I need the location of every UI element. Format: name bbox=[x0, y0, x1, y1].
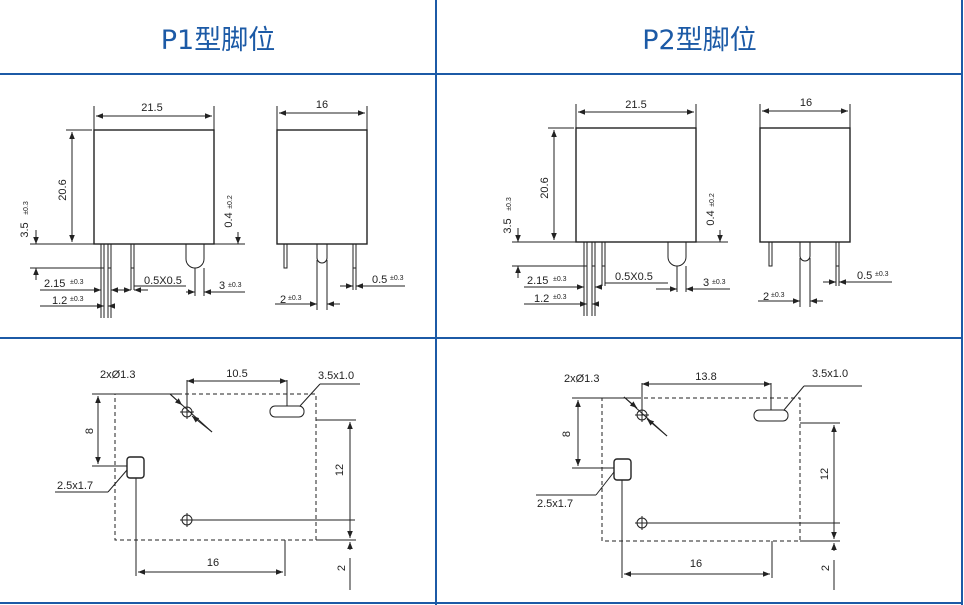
p1-end-labels: 16 2 ±0.3 0.5 ±0.3 bbox=[280, 99, 404, 306]
dim-d2: 1.2 bbox=[52, 295, 67, 307]
fp-pad: 2.5x1.7 bbox=[537, 498, 573, 510]
dim-d1-tol: ±0.3 bbox=[553, 276, 567, 283]
fp-width: 16 bbox=[690, 558, 702, 570]
fp-slot: 3.5x1.0 bbox=[318, 370, 354, 382]
p1-side-view bbox=[30, 106, 245, 318]
fp-v2: 12 bbox=[334, 464, 346, 476]
fp-pad: 2.5x1.7 bbox=[57, 480, 93, 492]
dim-d5-tol: ±0.3 bbox=[875, 271, 889, 278]
dim-d3: 3 bbox=[703, 277, 709, 289]
dim-d4-tol: ±0.3 bbox=[771, 292, 785, 299]
dim-d5-tol: ±0.3 bbox=[390, 275, 404, 282]
fp-v2: 12 bbox=[819, 468, 831, 480]
fp-width: 16 bbox=[207, 557, 219, 569]
dim-d5: 0.5 bbox=[857, 270, 872, 282]
dim-d4: 2 bbox=[280, 294, 286, 306]
dim-pin-length: 3.5 bbox=[502, 218, 514, 233]
dim-pin-length-tol: ±0.3 bbox=[23, 201, 30, 215]
dim-width: 21.5 bbox=[141, 102, 162, 114]
dim-d2: 1.2 bbox=[534, 293, 549, 305]
p2-footprint bbox=[536, 381, 862, 590]
header-p2: P2型脚位 bbox=[642, 24, 757, 56]
dim-pin-width-tol: ±0.2 bbox=[709, 193, 716, 207]
p2-side-view bbox=[512, 104, 730, 316]
dim-d4-tol: ±0.3 bbox=[288, 295, 302, 302]
fp-slot: 3.5x1.0 bbox=[812, 368, 848, 380]
fp-holes: 2xØ1.3 bbox=[100, 369, 135, 381]
dim-d1: 2.15 bbox=[527, 275, 548, 287]
p1-side-labels: 21.5 20.6 3.5 ±0.3 0.4 ±0.2 2.15 ±0.3 1.… bbox=[19, 102, 242, 307]
fp-v1: 8 bbox=[561, 431, 573, 437]
p2-footprint-labels: 2xØ1.3 13.8 3.5x1.0 8 12 2 2.5x1.7 16 bbox=[537, 368, 848, 571]
dim-end-width: 16 bbox=[316, 99, 328, 111]
dim-pin-width: 0.4 bbox=[223, 212, 235, 227]
p2-end-view bbox=[758, 104, 892, 307]
dim-d3: 3 bbox=[219, 280, 225, 292]
fp-holes: 2xØ1.3 bbox=[564, 373, 599, 385]
dim-d2-tol: ±0.3 bbox=[70, 296, 84, 303]
dim-height: 20.6 bbox=[539, 177, 551, 198]
dim-pin-size: 0.5X0.5 bbox=[615, 271, 653, 283]
fp-v3: 2 bbox=[820, 565, 832, 571]
dim-pin-width-tol: ±0.2 bbox=[227, 195, 234, 209]
fp-v1: 8 bbox=[84, 428, 96, 434]
p1-footprint-labels: 2xØ1.3 10.5 3.5x1.0 8 12 2 2.5x1.7 16 bbox=[57, 368, 354, 571]
dim-d1: 2.15 bbox=[44, 278, 65, 290]
dim-width: 21.5 bbox=[625, 99, 646, 111]
p2-side-labels: 21.5 20.6 3.5 ±0.3 0.4 ±0.2 2.15 ±0.3 1.… bbox=[502, 99, 726, 305]
dim-d1-tol: ±0.3 bbox=[70, 279, 84, 286]
dim-height: 20.6 bbox=[57, 179, 69, 200]
dim-d3-tol: ±0.3 bbox=[712, 279, 726, 286]
dim-d5: 0.5 bbox=[372, 274, 387, 286]
dim-d3-tol: ±0.3 bbox=[228, 282, 242, 289]
dim-pin-length: 3.5 bbox=[19, 222, 31, 237]
p2-end-labels: 16 2 ±0.3 0.5 ±0.3 bbox=[763, 97, 889, 303]
fp-spacing: 10.5 bbox=[226, 368, 247, 380]
dim-pin-size: 0.5X0.5 bbox=[144, 275, 182, 287]
dim-pin-width: 0.4 bbox=[705, 210, 717, 225]
p1-footprint bbox=[55, 378, 360, 590]
fp-spacing: 13.8 bbox=[695, 371, 716, 383]
dim-d2-tol: ±0.3 bbox=[553, 294, 567, 301]
dim-d4: 2 bbox=[763, 291, 769, 303]
dim-end-width: 16 bbox=[800, 97, 812, 109]
header-p1: P1型脚位 bbox=[160, 24, 276, 56]
p1-end-view bbox=[275, 106, 405, 310]
dim-pin-length-tol: ±0.3 bbox=[506, 197, 513, 211]
fp-v3: 2 bbox=[336, 565, 348, 571]
